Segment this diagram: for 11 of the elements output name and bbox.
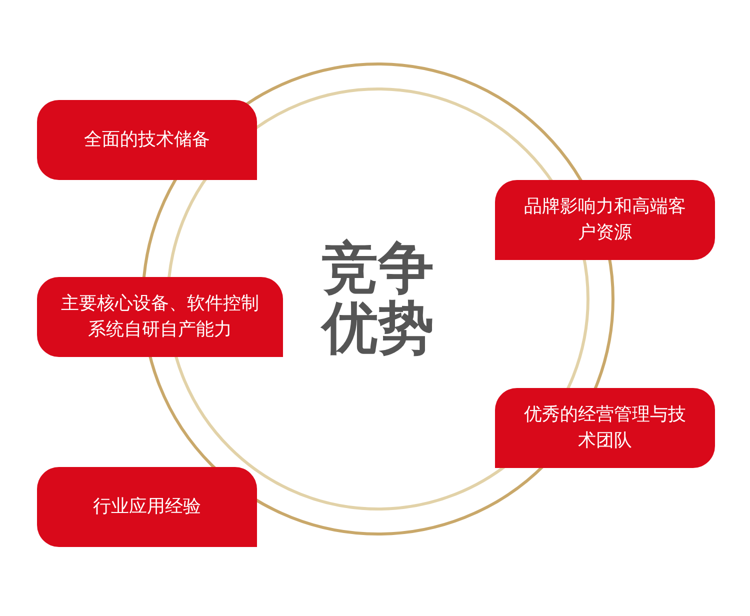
advantage-text: 行业应用经验 [93,495,201,519]
advantage-text: 优秀的经营管理与技术团队 [523,403,687,453]
advantage-text: 品牌影响力和高端客户资源 [523,195,687,245]
advantage-box [37,467,257,547]
advantage-box [495,180,715,260]
advantage-text: 主要核心设备、软件控制系统自研自产能力 [60,292,260,342]
advantage-box [37,277,283,357]
center-title: 竞争优势 [320,239,435,359]
advantage-box [37,100,257,180]
advantage-box [495,388,715,468]
advantage-text: 全面的技术储备 [84,128,210,152]
